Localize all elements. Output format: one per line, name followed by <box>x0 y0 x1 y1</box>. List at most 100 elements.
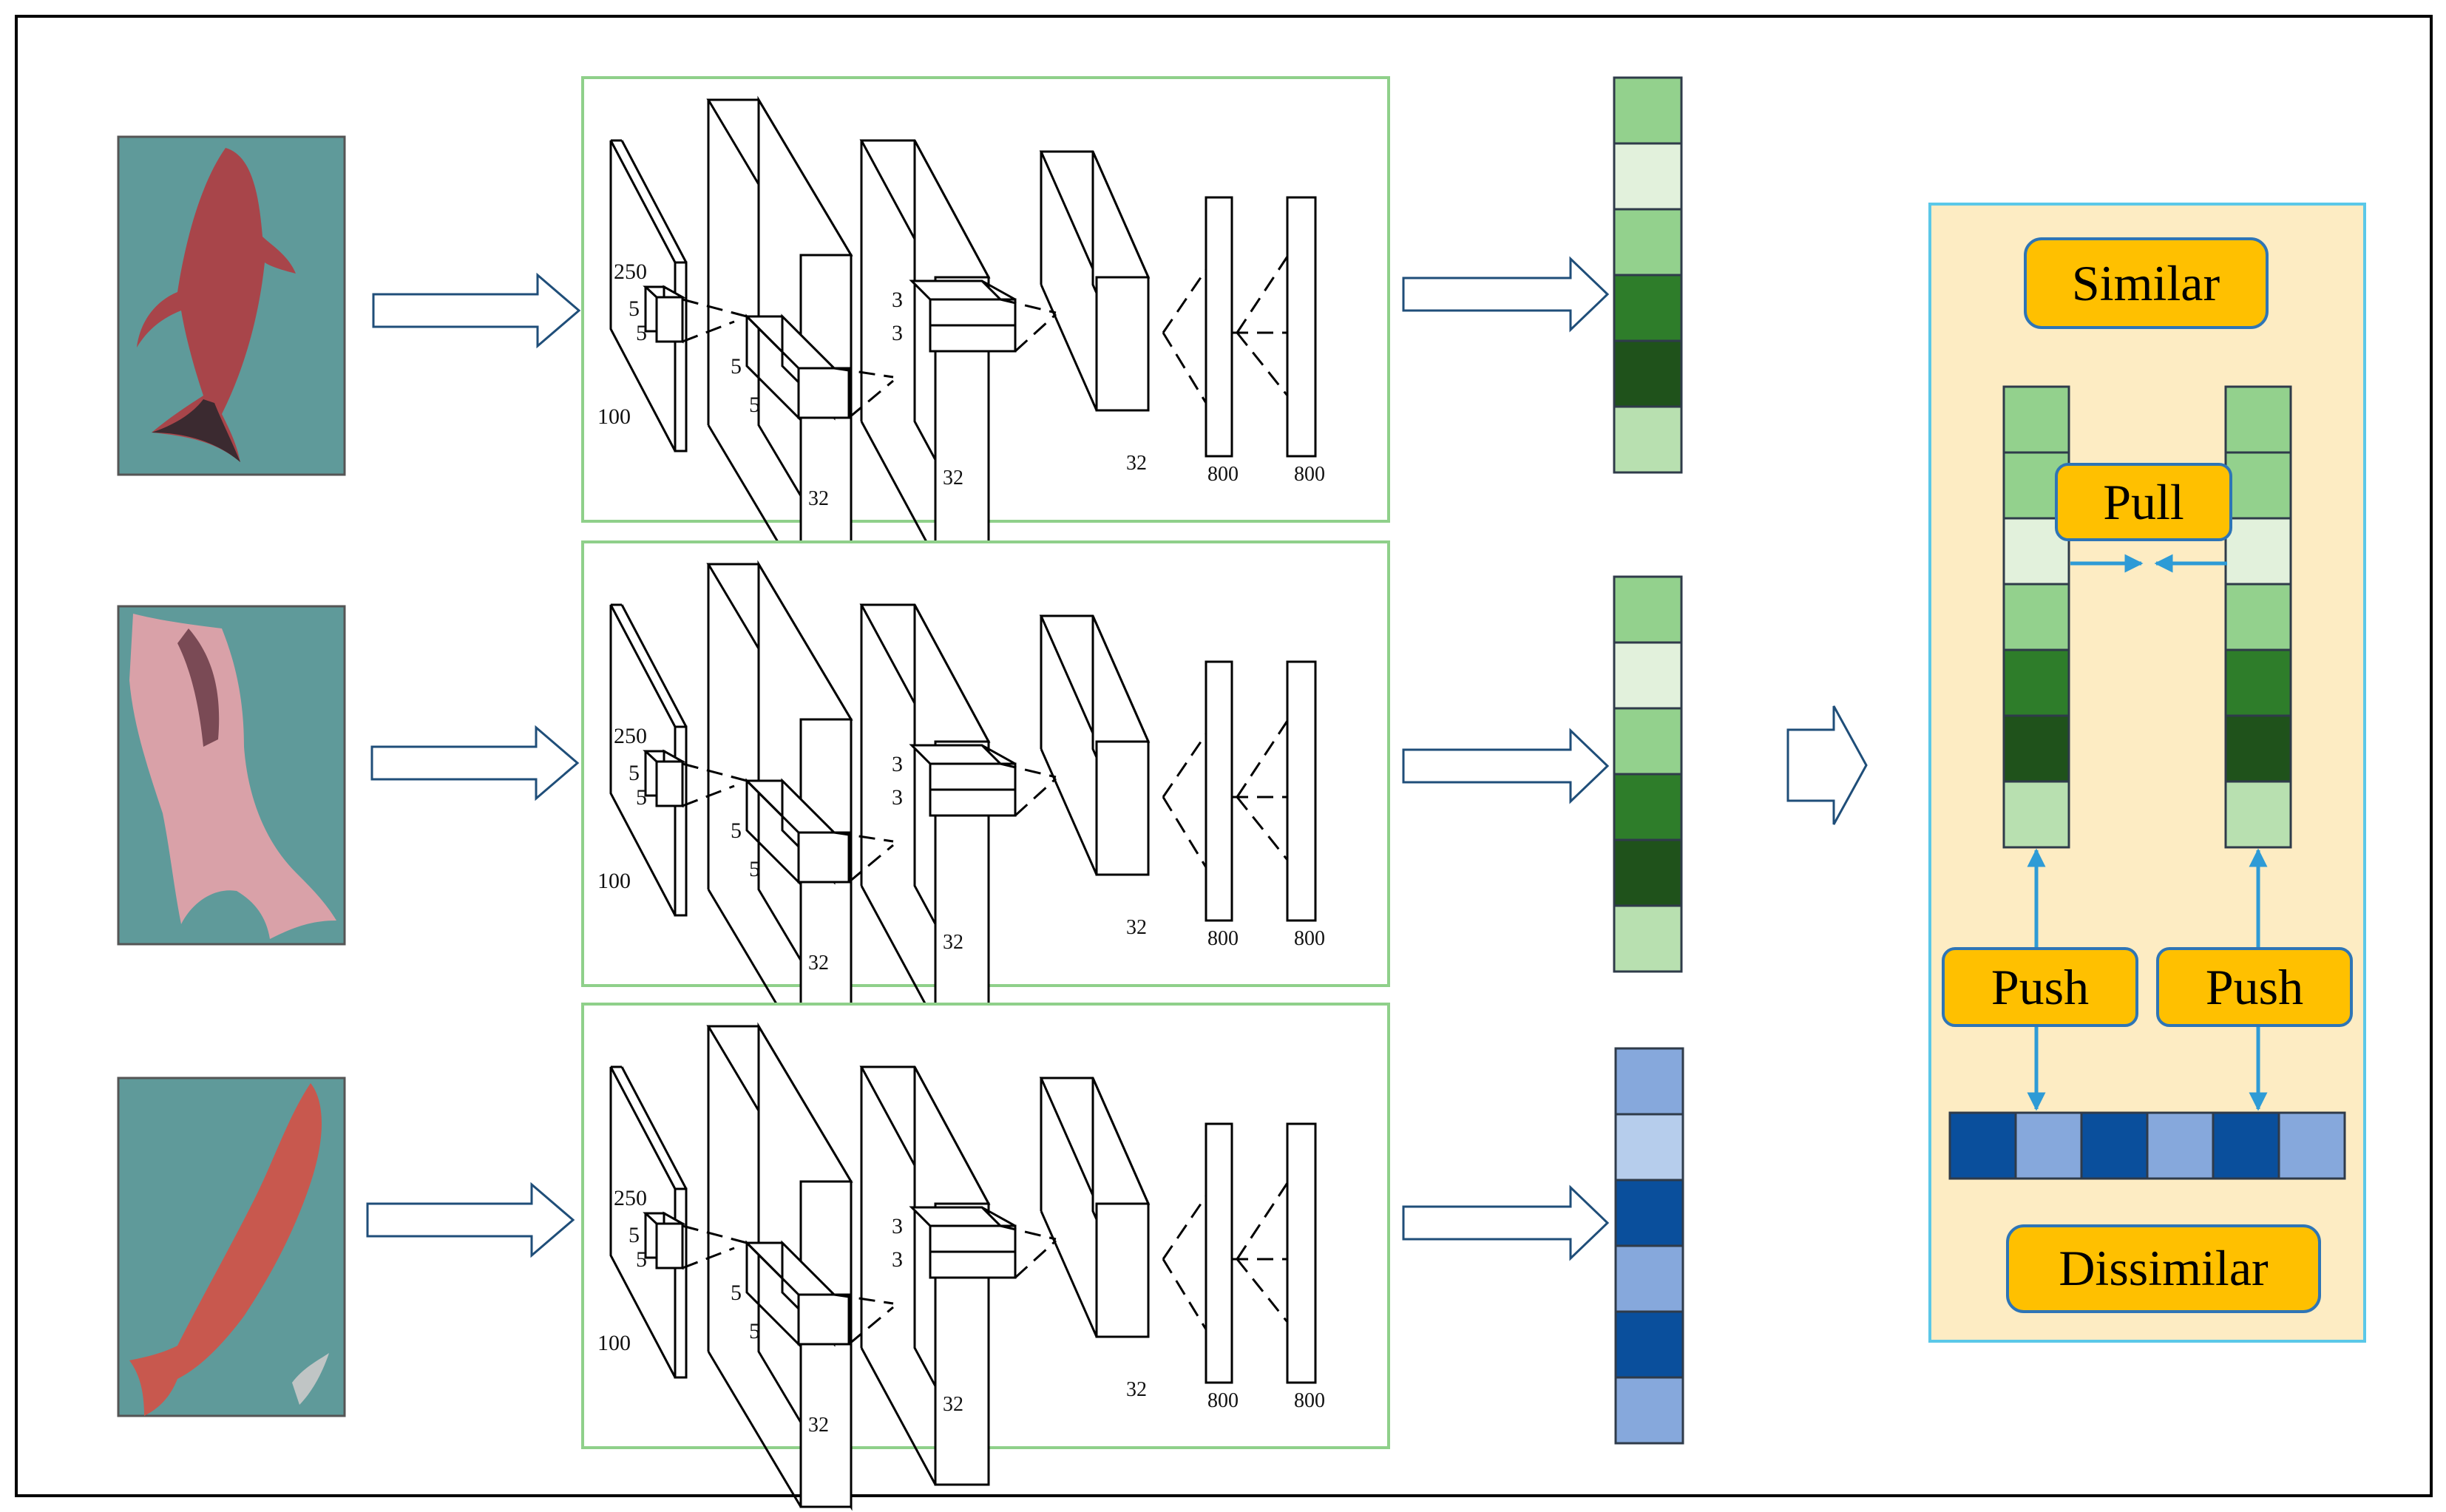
kernel2-label-b: 5 <box>749 1319 760 1343</box>
conv-block-3 <box>1039 1077 1151 1338</box>
vector-cell <box>2212 1111 2280 1180</box>
kernel3-label-b: 3 <box>892 1247 903 1272</box>
input-width-label: 100 <box>597 869 631 893</box>
channels2-label: 32 <box>943 931 963 954</box>
kernel-3 <box>909 1206 1017 1279</box>
vector-cell <box>2224 780 2292 849</box>
feature-cell <box>1613 142 1683 211</box>
fc-layer-1 <box>1205 1122 1233 1384</box>
kernel1-label-b: 5 <box>636 1247 647 1272</box>
similar-vector-left <box>2002 385 2070 849</box>
channels1-label: 32 <box>808 952 829 974</box>
kernel3-label-a: 3 <box>892 752 903 776</box>
vector-cell <box>2002 583 2070 651</box>
input-height-label: 250 <box>614 1186 647 1210</box>
feature-cell <box>1614 1179 1684 1247</box>
feature-cell <box>1614 1310 1684 1379</box>
fc1-label: 800 <box>1207 463 1239 486</box>
kernel1-label-a: 5 <box>629 296 640 321</box>
fc-layer-2 <box>1286 660 1317 922</box>
feature-cell <box>1613 208 1683 277</box>
fish-image-1 <box>117 135 346 476</box>
similar-tag: Similar <box>2024 237 2269 329</box>
fc2-label: 800 <box>1294 1389 1325 1412</box>
kernel3-label-a: 3 <box>892 1214 903 1238</box>
channels1-label: 32 <box>808 1414 829 1437</box>
to-metric-arrow <box>1786 705 1868 825</box>
fish-image-3 <box>117 1077 346 1417</box>
feature-cell <box>1614 1113 1684 1182</box>
fc2-label: 800 <box>1294 927 1325 950</box>
vector-cell <box>2146 1111 2215 1180</box>
kernel2-label-a: 5 <box>731 354 742 379</box>
conv-block-3 <box>1039 150 1151 412</box>
kernel-3 <box>909 744 1017 817</box>
channels2-label: 32 <box>943 1393 963 1416</box>
fc-layer-2 <box>1286 196 1317 458</box>
kernel-1 <box>643 1211 687 1270</box>
pull-tag: Pull <box>2055 463 2232 541</box>
dissimilar-tag: Dissimilar <box>2006 1224 2321 1313</box>
fish-image-2 <box>117 605 346 946</box>
push-right-label: Push <box>2206 959 2303 1015</box>
feature-cell <box>1614 1244 1684 1313</box>
dashed-connections <box>682 720 1289 884</box>
fc1-label: 800 <box>1207 1389 1239 1412</box>
conv-block-3 <box>1039 614 1151 876</box>
channels3-label: 32 <box>1126 1378 1147 1401</box>
vector-cell <box>2002 648 2070 717</box>
feature-cell <box>1613 904 1683 973</box>
feature-cell <box>1614 1047 1684 1116</box>
kernel2-label-b: 5 <box>749 857 760 881</box>
feature-cell <box>1613 707 1683 776</box>
dashed-connections <box>682 1182 1289 1346</box>
dashed-connections <box>682 256 1289 419</box>
vector-cell <box>2002 385 2070 454</box>
fc1-label: 800 <box>1207 927 1239 950</box>
kernel2-label-a: 5 <box>731 1281 742 1305</box>
input-arrow-3 <box>366 1182 575 1258</box>
push-left-label: Push <box>1991 959 2089 1015</box>
feature-vector-2 <box>1613 575 1683 973</box>
feature-cell <box>1614 1376 1684 1445</box>
kernel-1 <box>643 285 687 344</box>
vector-cell <box>2224 517 2292 586</box>
push-tag-right: Push <box>2156 947 2353 1027</box>
feature-vector-3 <box>1614 1047 1684 1445</box>
kernel3-label-b: 3 <box>892 785 903 810</box>
input-height-label: 250 <box>614 260 647 284</box>
kernel-1 <box>643 749 687 808</box>
vector-cell <box>2224 583 2292 651</box>
vector-cell <box>2080 1111 2149 1180</box>
feature-cell <box>1613 773 1683 841</box>
fc2-label: 800 <box>1294 463 1325 486</box>
kernel1-label-a: 5 <box>629 1223 640 1247</box>
push-tag-left: Push <box>1942 947 2138 1027</box>
channels3-label: 32 <box>1126 452 1147 475</box>
vector-cell <box>2224 714 2292 783</box>
kernel1-label-b: 5 <box>636 785 647 810</box>
kernel-3 <box>909 279 1017 353</box>
input-plane <box>609 603 688 917</box>
channels2-label: 32 <box>943 467 963 489</box>
vector-cell <box>2002 780 2070 849</box>
fc-layer-1 <box>1205 660 1233 922</box>
vector-cell <box>2277 1111 2346 1180</box>
pull-label: Pull <box>2103 474 2184 530</box>
fc-layer-2 <box>1286 1122 1317 1384</box>
kernel1-label-b: 5 <box>636 321 647 345</box>
feature-cell <box>1613 339 1683 408</box>
vector-cell <box>2224 648 2292 717</box>
similar-vector-right <box>2224 385 2292 849</box>
feature-cell <box>1613 575 1683 644</box>
input-width-label: 100 <box>597 1331 631 1355</box>
dissimilar-vector <box>1948 1111 2346 1180</box>
input-height-label: 250 <box>614 724 647 748</box>
vector-cell <box>2224 451 2292 520</box>
feature-cell <box>1613 76 1683 145</box>
feature-cell <box>1613 405 1683 474</box>
